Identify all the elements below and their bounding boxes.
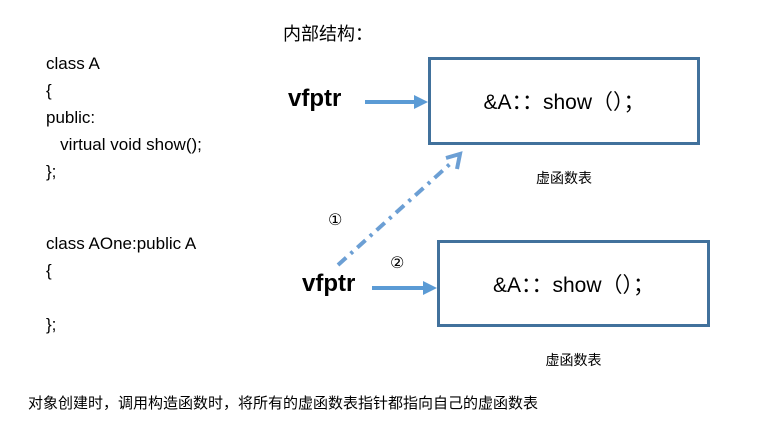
vtable-entry: &A：：show（）； xyxy=(483,91,645,114)
vtable-caption-top: 虚函数表 xyxy=(536,170,592,186)
code-line: { xyxy=(46,261,52,280)
code-block-class-aone: class AOne:public A { }; xyxy=(46,230,196,338)
step-marker-2: ② xyxy=(390,255,405,272)
vtable-caption-bottom: 虚函数表 xyxy=(545,352,602,368)
code-line: }; xyxy=(46,315,57,334)
code-block-class-a: class A { public: virtual void show(); }… xyxy=(46,50,202,185)
vtable-box-class-aone: &A：：show（）； xyxy=(437,240,710,327)
code-line: public: xyxy=(46,108,96,127)
code-line: }; xyxy=(46,162,57,181)
code-line: { xyxy=(46,81,52,100)
vfptr-label-class-aone: vfptr xyxy=(302,270,356,297)
code-line: virtual void show(); xyxy=(46,135,202,154)
vtable-entry: &A：：show（）； xyxy=(492,273,655,297)
code-line: class A xyxy=(46,54,100,73)
step-marker-1: ① xyxy=(328,212,343,229)
arrow-vfptr-to-vtable-aone xyxy=(372,281,437,295)
arrow-vfptr-to-vtable-a xyxy=(365,95,428,109)
code-line xyxy=(46,284,196,311)
vfptr-label-class-a: vfptr xyxy=(288,85,342,112)
footnote-text: 对象创建时，调用构造函数时，将所有的虚函数表指针都指向自己的虚函数表 xyxy=(28,395,539,412)
code-line: class AOne:public A xyxy=(46,234,197,253)
vtable-box-class-a: &A：：show（）； xyxy=(428,57,700,145)
page-title: 内部结构： xyxy=(283,24,373,44)
